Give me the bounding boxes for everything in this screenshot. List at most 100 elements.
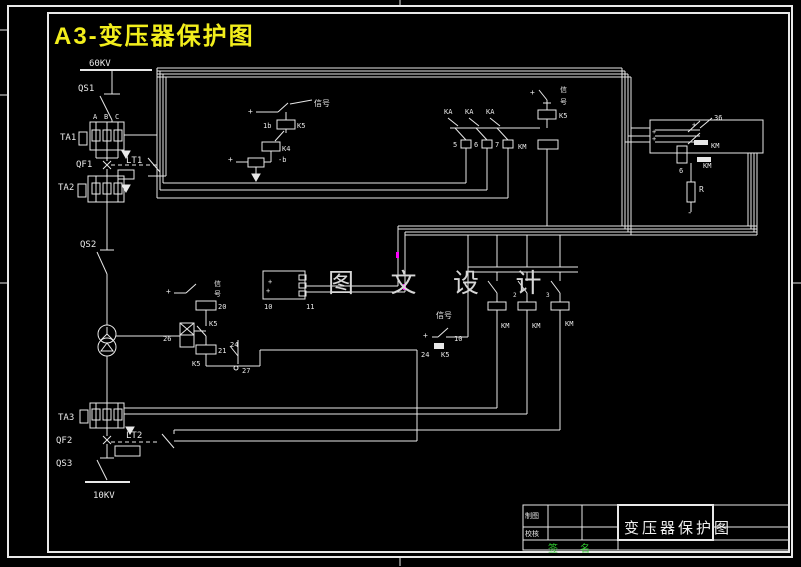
- transformer-winding: [233, 365, 239, 371]
- component-box: [676, 145, 688, 164]
- schematic-label: TA2: [58, 183, 74, 193]
- schematic-label: KA: [486, 108, 495, 116]
- component-box: [89, 121, 125, 151]
- schematic-label: 11: [306, 303, 314, 311]
- transformer-winding: [97, 337, 117, 357]
- wire: [489, 117, 501, 127]
- schematic-label: QS3: [56, 459, 72, 469]
- schematic-label: 10: [264, 303, 272, 311]
- wire: [454, 127, 467, 141]
- wire: [447, 117, 459, 127]
- wire: [475, 127, 488, 141]
- schematic-label: 6: [679, 167, 683, 175]
- wire: [487, 280, 498, 294]
- schematic-label: 24: [230, 341, 238, 349]
- schematic-label: QF1: [76, 160, 92, 170]
- schematic-label: QS2: [80, 240, 96, 250]
- wire: [179, 322, 195, 336]
- arrow-marker: [121, 184, 131, 194]
- component-box: [396, 252, 399, 258]
- component-box: [261, 141, 281, 152]
- schematic-label: 5: [453, 141, 457, 149]
- arrow-marker: [125, 426, 135, 436]
- schematic-label: KM: [711, 142, 719, 150]
- titleblock-label-drawn-by: 制图: [525, 513, 539, 520]
- component-box: [487, 301, 507, 311]
- component-box: [298, 290, 307, 297]
- schematic-label: 信号: [314, 98, 330, 108]
- schematic-label: C: [115, 113, 119, 121]
- titleblock-label-checked-by: 校核: [525, 531, 539, 538]
- schematic-label: TA3: [58, 413, 74, 423]
- component-box: [694, 140, 708, 145]
- schematic-label: 号: [214, 290, 221, 298]
- titleblock-signature-2: 名: [580, 544, 590, 555]
- schematic-label: B: [104, 113, 108, 121]
- component-box: [550, 301, 570, 311]
- schematic-label: +: [268, 278, 272, 286]
- wire: [496, 127, 509, 141]
- schematic-label: 3: [546, 292, 550, 299]
- wire: [96, 459, 108, 481]
- component-box: [91, 129, 101, 142]
- component-box: [537, 139, 559, 150]
- schematic-label: +: [166, 287, 171, 296]
- wire: [96, 251, 108, 275]
- schematic-label: A: [93, 113, 98, 121]
- component-box: [7, 5, 793, 558]
- schematic-label: 1b: [263, 122, 271, 130]
- schematic-label: 24: [421, 351, 429, 359]
- wire: [550, 280, 561, 294]
- component-box: [460, 139, 472, 149]
- component-box: [91, 182, 101, 195]
- titleblock-drawing-title: 变压器保护图: [624, 520, 733, 537]
- component-box: [195, 300, 217, 311]
- wire: [185, 283, 197, 294]
- schematic-label: K5: [297, 122, 305, 130]
- schematic-label: KA: [465, 108, 474, 116]
- arrow-marker: [251, 173, 261, 183]
- schematic-label: KM: [565, 320, 573, 328]
- schematic-label: 36: [714, 114, 722, 122]
- component-box: [102, 182, 112, 195]
- schematic-label: K5: [559, 112, 567, 120]
- schematic-label: 10KV: [93, 491, 115, 501]
- schematic-label: 21: [218, 347, 226, 355]
- titleblock-signature-1: 签: [548, 544, 558, 555]
- component-box: [47, 12, 790, 553]
- component-box: [89, 402, 125, 429]
- schematic-label: 7: [495, 141, 499, 149]
- component-box: [276, 119, 296, 130]
- schematic-label: R: [699, 185, 704, 194]
- wire: [517, 280, 528, 294]
- arrow-marker: [121, 150, 131, 160]
- component-box: [298, 274, 307, 281]
- component-box: [537, 109, 557, 120]
- component-box: [697, 157, 711, 162]
- schematic-label: TA1: [60, 133, 76, 143]
- schematic-label: +: [692, 121, 696, 129]
- schematic-label: 信: [214, 279, 221, 288]
- wire: [538, 89, 548, 101]
- schematic-label: 27: [242, 367, 250, 375]
- wire: [277, 102, 289, 113]
- schematic-label: LT1: [126, 156, 142, 166]
- component-box: [686, 181, 696, 203]
- schematic-label: 信: [560, 85, 567, 94]
- schematic-label: 10: [454, 335, 462, 343]
- component-box: [113, 182, 123, 195]
- schematic-label: K5: [192, 360, 200, 368]
- schematic-label: 26: [163, 335, 171, 343]
- schematic-label: +: [228, 155, 233, 164]
- wire: [687, 132, 701, 145]
- drawing-sheet-title: A3-变压器保护图: [54, 23, 255, 50]
- schematic-label: KM: [501, 322, 509, 330]
- wire: [289, 99, 313, 105]
- schematic-label: +: [266, 287, 270, 295]
- component-box: [517, 301, 537, 311]
- schematic-label: QS1: [78, 84, 94, 94]
- wire: [196, 325, 207, 337]
- wire: [161, 433, 175, 449]
- schematic-label: LT2: [126, 431, 142, 441]
